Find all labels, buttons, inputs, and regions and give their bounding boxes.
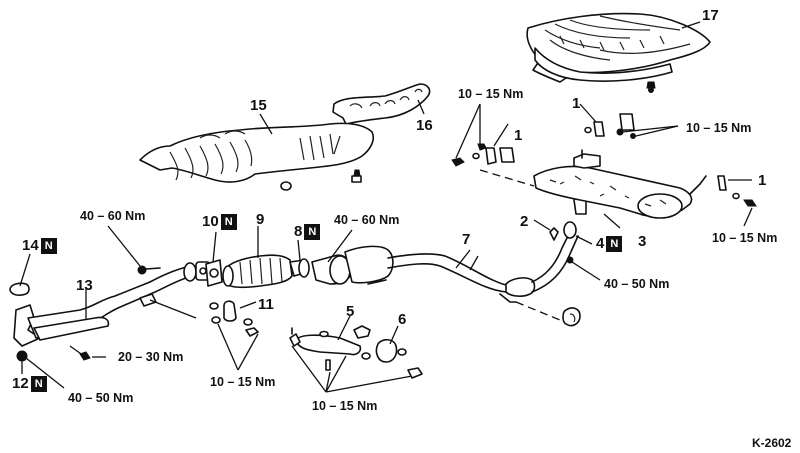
hanger-bracket-right xyxy=(717,175,757,227)
gasket-4 xyxy=(563,221,593,245)
part-label-9: 9 xyxy=(256,211,265,228)
hanger-bracket-left xyxy=(451,103,515,167)
front-pipe-13 xyxy=(13,261,211,347)
torque-label-cat-flange: 40 – 60 Nm xyxy=(334,213,400,227)
bracket-11 xyxy=(209,300,259,371)
bracket-5 xyxy=(289,315,413,393)
part-label-3: 3 xyxy=(638,233,647,250)
torque-label-bracket11: 10 – 15 Nm xyxy=(210,375,276,389)
replace-badge: N xyxy=(606,236,623,252)
torque-label-front-pipe: 20 – 30 Nm xyxy=(118,350,184,364)
replace-badge: N xyxy=(220,214,237,230)
torque-label-bracket5: 10 – 15 Nm xyxy=(312,399,378,413)
clip-2 xyxy=(533,219,559,241)
heat-shield-16 xyxy=(332,83,431,125)
gasket-14 xyxy=(9,253,31,296)
torque-label-hanger-left: 10 – 15 Nm xyxy=(458,87,524,101)
torque-label-rear-flange: 40 – 50 Nm xyxy=(604,277,670,291)
part-label-15: 15 xyxy=(250,97,267,114)
torque-label-hanger-right: 10 – 15 Nm xyxy=(712,231,778,245)
part-label-1-left: 1 xyxy=(514,127,523,144)
part-label-2: 2 xyxy=(520,213,529,230)
heat-shield-17 xyxy=(526,12,711,93)
intermediate-pipe-7 xyxy=(387,231,601,327)
part-label-11: 11 xyxy=(258,296,274,313)
part-label-13: 13 xyxy=(76,277,93,294)
figure-reference-code: K-2602 xyxy=(752,436,792,450)
stud-manifold xyxy=(107,225,161,275)
replace-badge: N xyxy=(40,238,57,254)
torque-label-front-nut: 40 – 50 Nm xyxy=(68,391,134,405)
part-label-17: 17 xyxy=(702,7,719,24)
nut-12 xyxy=(16,345,106,389)
middle-silencer xyxy=(311,229,394,285)
heat-shield-15 xyxy=(139,113,375,191)
part-label-16: 16 xyxy=(416,117,433,134)
part-label-6: 6 xyxy=(398,311,407,328)
torque-label-hanger-top: 10 – 15 Nm xyxy=(686,121,752,135)
replace-badge: N xyxy=(304,224,321,240)
replace-badge: N xyxy=(30,376,47,392)
rear-silencer-3 xyxy=(479,149,707,229)
part-label-5: 5 xyxy=(346,303,355,320)
part-label-1-right: 1 xyxy=(758,172,767,189)
torque-label-manifold-stud: 40 – 60 Nm xyxy=(80,209,146,223)
part-label-7: 7 xyxy=(462,231,471,248)
gasket-10 xyxy=(205,231,223,287)
gasket-8 xyxy=(297,239,310,278)
hanger-bracket-top xyxy=(579,103,679,139)
rubber-mount-6 xyxy=(375,325,423,379)
part-label-1-top: 1 xyxy=(572,95,581,112)
